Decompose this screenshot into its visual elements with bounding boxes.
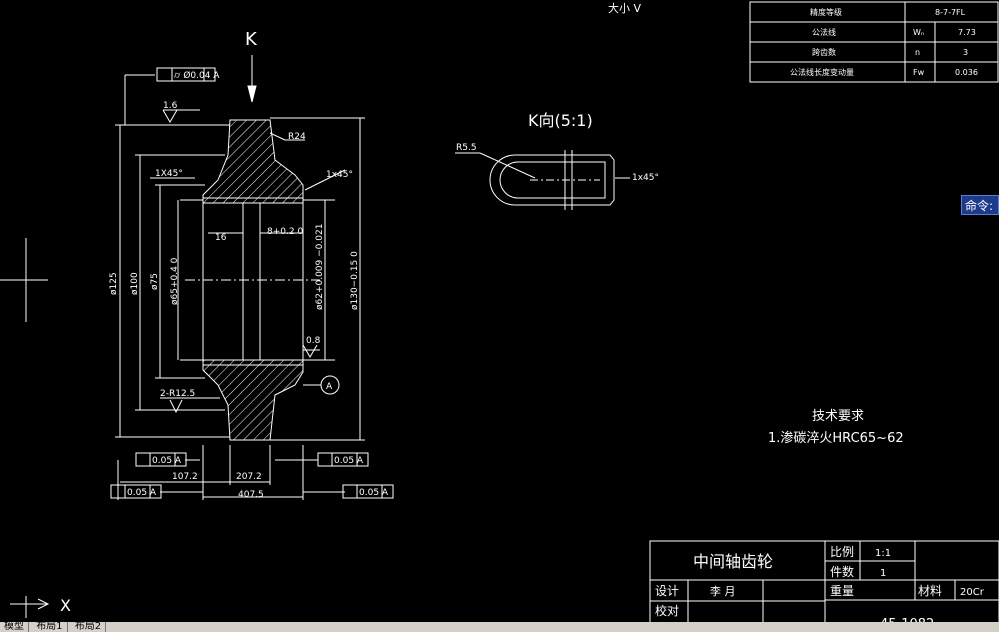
dim-207: 207.2: [236, 472, 262, 482]
title-block: [649, 540, 999, 632]
gtol-1: 0.05 A: [152, 456, 182, 466]
qty-label: 件数: [830, 564, 854, 579]
param-name: 跨齿数: [812, 47, 836, 57]
k-view-arrow: [247, 55, 257, 103]
dim-16: 16: [215, 233, 227, 243]
crosshair-cursor: [0, 238, 48, 322]
gtol-3: 0.05 A: [127, 488, 157, 498]
dim-100: ø100: [130, 272, 140, 295]
param-symbol: Wₙ: [913, 28, 924, 37]
tech-title: 技术要求: [812, 409, 864, 424]
dim-107: 107.2: [172, 472, 198, 482]
param-value: 7.73: [958, 28, 976, 37]
dim-8: 8+0.2 0: [267, 227, 303, 237]
roughness-0-8: 0.8: [306, 336, 321, 346]
tab-layout-1[interactable]: 布局1: [32, 622, 68, 632]
param-table: [749, 1, 999, 83]
tab-layout-2[interactable]: 布局2: [71, 622, 107, 632]
dim-62: ø62+0.009 −0.021: [315, 224, 325, 310]
layout-tabs: 模型 布局1 布局2: [0, 622, 999, 632]
tech-item-1: 1.渗碳淬火HRC65~62: [768, 431, 904, 446]
k-view-label: K向(5:1): [528, 111, 593, 130]
dim-r12-5: 2-R12.5: [160, 389, 195, 399]
dim-r24: R24: [288, 132, 306, 142]
material-label: 材料: [918, 584, 942, 598]
check-label: 校对: [655, 603, 679, 618]
design-label: 设计: [655, 584, 679, 598]
k-view-detail: [455, 150, 630, 210]
param-value: 8-7-7FL: [935, 8, 966, 17]
qty-value: 1: [880, 568, 886, 579]
gear-section-view: ⌭ Ø0.04 A 1.6 R24 1X45° 1x45° 16 8+0.2 0…: [109, 67, 394, 500]
gtol-2: 0.05 A: [334, 456, 364, 466]
x-axis-label: X: [60, 596, 71, 615]
scale-label: 比例: [830, 545, 854, 559]
ucs-icon: [10, 596, 50, 618]
weight-label: 重量: [830, 584, 854, 598]
chamfer-left: 1X45°: [155, 169, 183, 179]
top-fragment-text: 大小 V: [608, 1, 641, 15]
scale-value: 1:1: [875, 548, 891, 559]
roughness-1-6: 1.6: [163, 101, 178, 111]
part-name: 中间轴齿轮: [693, 552, 773, 571]
param-name: 公法线: [812, 27, 836, 37]
dim-407: 407.5: [238, 490, 264, 500]
dim-75: ø75: [150, 273, 160, 290]
designer-name: 李 月: [710, 584, 736, 598]
param-symbol: n: [915, 48, 920, 57]
param-name: 精度等级: [810, 7, 842, 17]
param-table-text: 精度等级 8-7-7FL 公法线 Wₙ 7.73 跨齿数 n 3 公法线长度变动…: [790, 7, 978, 77]
param-value: 3: [963, 48, 968, 57]
param-value: 0.036: [955, 68, 978, 77]
gtol-top: ⌭ Ø0.04 A: [174, 70, 220, 81]
chamfer-k: 1x45°: [632, 173, 659, 183]
chamfer-right: 1x45°: [326, 170, 353, 180]
k-label: K: [245, 29, 258, 50]
dim-130: ø130−0.15 0: [350, 251, 360, 310]
tab-model[interactable]: 模型: [0, 622, 29, 632]
dim-125: ø125: [109, 272, 119, 295]
param-symbol: Fw: [913, 68, 925, 77]
command-prompt[interactable]: 命令:: [961, 195, 999, 215]
param-name: 公法线长度变动量: [790, 67, 854, 77]
material-value: 20Cr: [960, 587, 985, 598]
gtol-4: 0.05 A: [359, 488, 389, 498]
dim-65: ø65+0.4 0: [170, 257, 180, 305]
dim-r5-5: R5.5: [456, 143, 477, 153]
datum-a: A: [326, 382, 333, 392]
